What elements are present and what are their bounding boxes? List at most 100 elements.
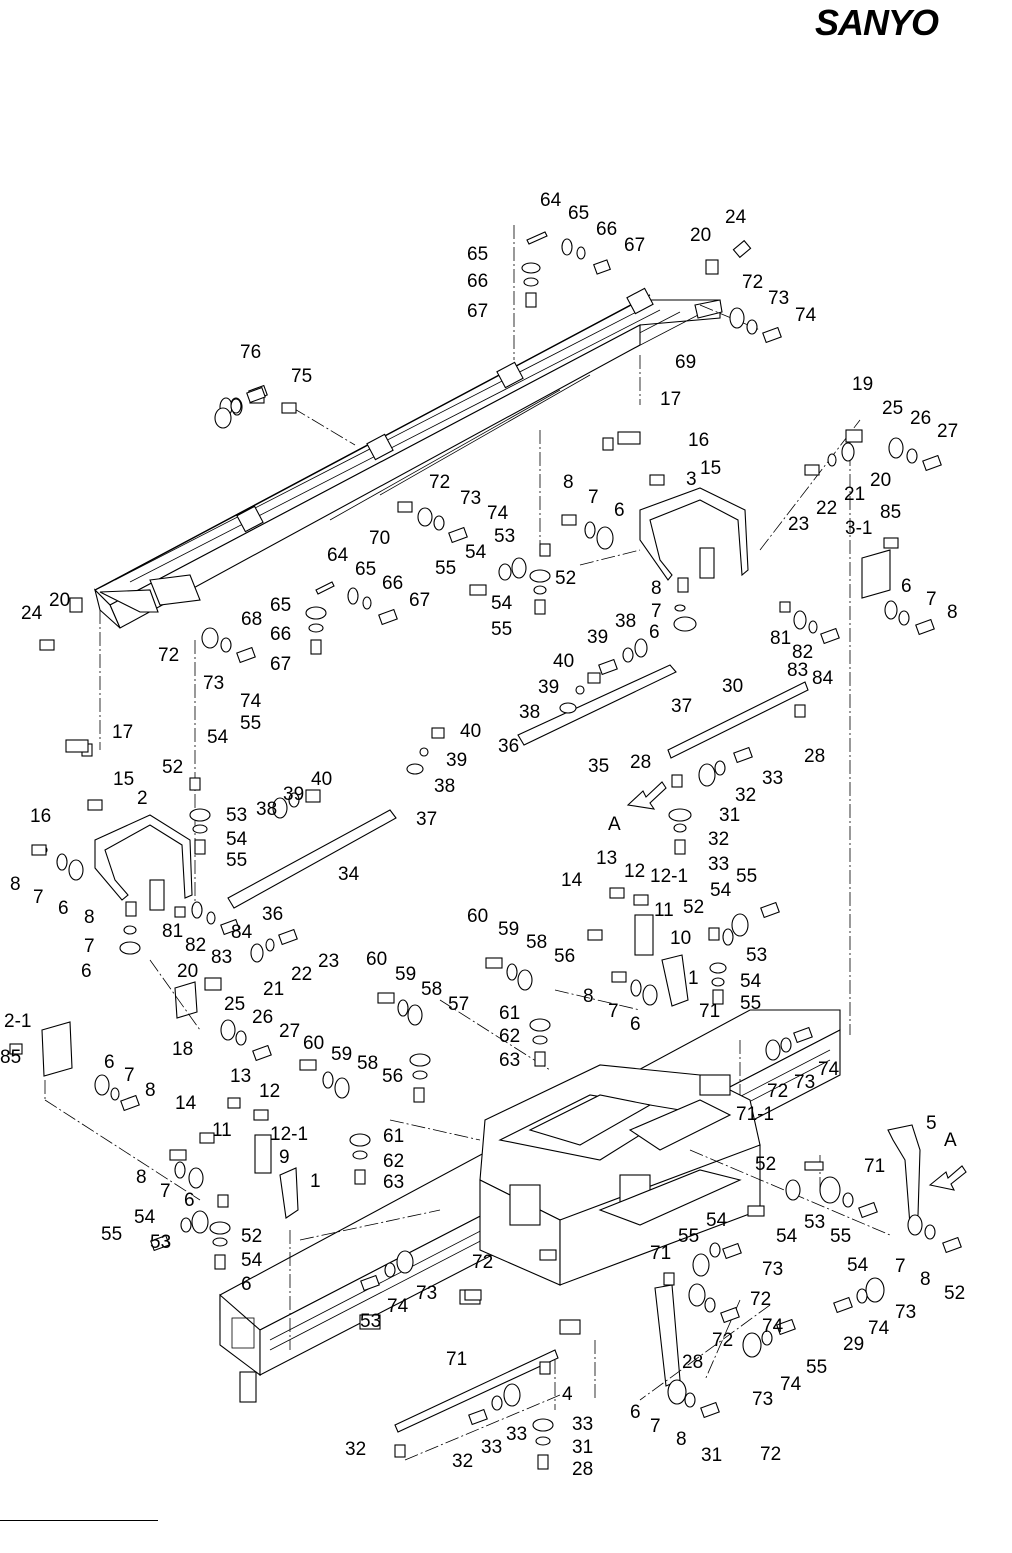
label-3: 3: [686, 469, 697, 490]
sanyo-logo: SANYO: [815, 2, 939, 43]
label-9: 9: [279, 1147, 290, 1168]
label-82-b: 82: [185, 935, 206, 956]
label-7-c: 7: [651, 601, 662, 622]
label-55-a: 55: [435, 558, 456, 579]
label-73-h: 74: [762, 1316, 784, 1337]
label-75: 75: [291, 366, 312, 387]
label-55-e: 55: [736, 866, 757, 887]
label-6-g: 6: [104, 1052, 115, 1073]
label-2-1: 2-1: [4, 1011, 31, 1032]
label-37-a: 37: [671, 696, 692, 717]
label-40-a: 40: [553, 651, 574, 672]
label-72-f: 73: [895, 1302, 916, 1323]
label-69: 69: [675, 352, 696, 373]
label-54-j: 54: [706, 1210, 728, 1231]
label-59-c: 59: [331, 1044, 352, 1065]
label-14-b: 14: [175, 1093, 197, 1114]
label-73-c: 73: [203, 673, 224, 694]
label-55-g: 55: [101, 1224, 122, 1245]
label-8-i: 52: [944, 1283, 965, 1304]
label-55-d: 55: [226, 850, 247, 871]
label-6-f: 6: [630, 1014, 641, 1035]
label-35: 35: [588, 756, 609, 777]
label-3-1: 3-1: [845, 518, 872, 539]
label-54-b: 54: [491, 593, 513, 614]
label-39-b: 39: [538, 677, 559, 698]
label-58-c: 58: [357, 1053, 378, 1074]
label-53-f: 55: [678, 1226, 699, 1247]
label-54-k: 55: [830, 1226, 851, 1247]
label-7-g: 7: [124, 1065, 135, 1086]
label-71-b: 71: [864, 1156, 885, 1177]
label-73-e: 74: [387, 1296, 409, 1317]
label-52-f: 71: [650, 1243, 671, 1264]
label-54-a: 54: [465, 542, 487, 563]
label-36-b: 36: [262, 904, 283, 925]
label-38-b: 38: [519, 702, 540, 723]
label-67-b: 67: [467, 301, 488, 322]
label-8-f: 8: [583, 986, 594, 1007]
label-33-b: 33: [708, 854, 729, 875]
label-54-e: 54: [710, 880, 732, 901]
label-72-d: 72: [767, 1081, 788, 1102]
label-64-b: 64: [327, 545, 349, 566]
label-37-b: 37: [416, 809, 437, 830]
label-7-d: 7: [33, 887, 44, 908]
label-67-a: 67: [624, 235, 645, 256]
label-22-b: 22: [291, 964, 312, 985]
label-32-c: 33: [481, 1437, 502, 1458]
label-10: 10: [670, 928, 691, 949]
label-21-b: 21: [263, 979, 284, 1000]
label-13-b: 13: [230, 1066, 251, 1087]
label-26-a: 26: [910, 408, 931, 429]
label-73-b: 73: [460, 488, 481, 509]
view-marker-a-upper: A: [608, 814, 621, 835]
label-6-i: 7: [895, 1256, 906, 1277]
label-17-b: 17: [112, 722, 133, 743]
label-25-b: 25: [224, 994, 245, 1015]
label-53-e: 53: [804, 1212, 825, 1233]
label-39-d: 39: [283, 784, 304, 805]
label-13-a: 13: [596, 848, 617, 869]
label-54-h: 54: [241, 1250, 263, 1271]
label-53-d: 53: [150, 1232, 171, 1253]
label-8-b: 8: [947, 602, 958, 623]
label-31-a: 31: [719, 805, 740, 826]
label-54-f: 54: [740, 971, 762, 992]
label-53-b: 53: [226, 805, 247, 826]
label-83-a: 83: [787, 660, 808, 681]
label-16-a: 16: [688, 430, 709, 451]
label-57: 57: [448, 994, 469, 1015]
label-84-a: 84: [812, 668, 834, 689]
label-6-j: 7: [650, 1416, 661, 1437]
label-19: 19: [852, 374, 873, 395]
label-6-c: 6: [649, 622, 660, 643]
label-34: 34: [338, 864, 360, 885]
label-72-a: 72: [742, 272, 763, 293]
label-83-b: 83: [211, 947, 232, 968]
label-60-a: 60: [467, 906, 488, 927]
label-7-b: 7: [926, 589, 937, 610]
label-25-a: 25: [882, 398, 903, 419]
label-7-h: 7: [160, 1181, 171, 1202]
label-20-b: 20: [870, 470, 891, 491]
label-67-d: 67: [270, 654, 291, 675]
label-39-c: 39: [446, 750, 467, 771]
label-55-f: 55: [740, 993, 761, 1014]
label-6-d: 6: [58, 898, 69, 919]
label-62-a: 62: [499, 1026, 520, 1047]
label-60-c: 60: [303, 1033, 324, 1054]
label-8-e: 8: [84, 907, 95, 928]
label-59-a: 59: [498, 919, 519, 940]
label-60-b: 60: [366, 949, 387, 970]
label-33-e: 72: [760, 1444, 781, 1465]
label-82-a: 82: [792, 642, 813, 663]
label-55-i: 54: [847, 1255, 869, 1276]
label-66-a: 66: [596, 219, 617, 240]
label-63-a: 63: [499, 1050, 520, 1071]
label-54-l: 72: [712, 1330, 733, 1351]
label-56-b: 56: [382, 1066, 403, 1087]
label-61-a: 61: [499, 1003, 520, 1024]
label-65-b: 65: [467, 244, 488, 265]
label-74-f: 29: [843, 1334, 864, 1355]
